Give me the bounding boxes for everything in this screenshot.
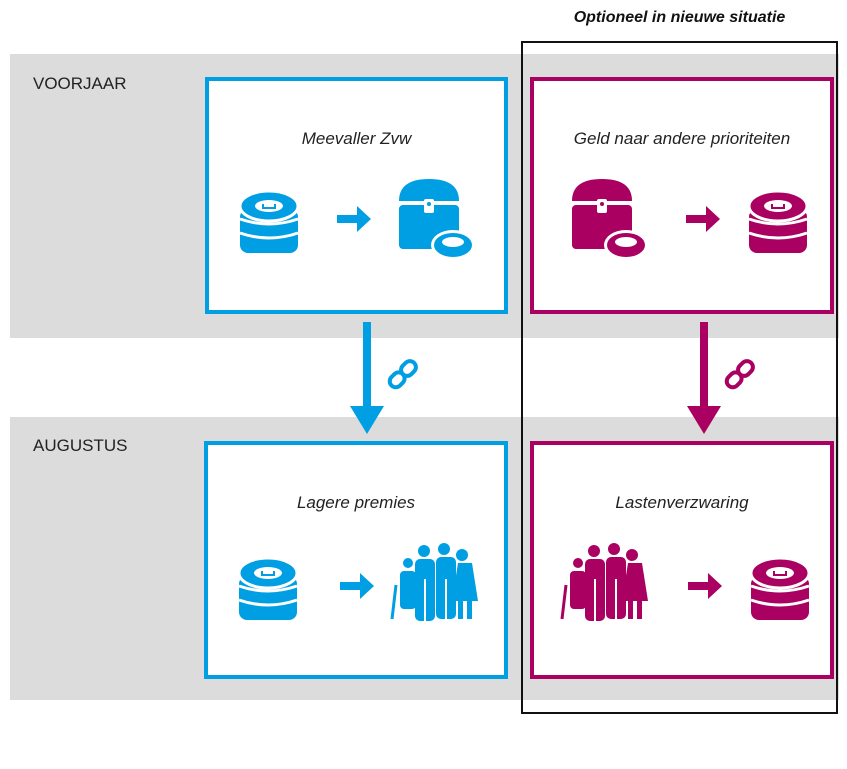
card-geld-naar-andere-prioriteiten: Geld naar andere prioriteiten: [530, 77, 834, 314]
coin-stack-icon: [749, 556, 811, 622]
chain-link-icon: [385, 356, 421, 392]
arrow-right-icon: [686, 206, 720, 232]
card-title-meevaller: Meevaller Zvw: [301, 129, 412, 148]
optional-header: Optioneel in nieuwe situatie: [573, 9, 786, 26]
arrow-right-icon: [688, 573, 722, 599]
people-group-icon: [560, 541, 650, 623]
coin-stack-icon: [237, 556, 299, 622]
treasure-chest-icon: [572, 179, 648, 260]
card-title-lasten: Lastenverzwaring: [615, 493, 749, 512]
card-lagere-premies: Lagere premies: [204, 441, 508, 679]
people-group-icon: [390, 541, 480, 623]
optional-frame: [521, 41, 838, 714]
card-title-lagere: Lagere premies: [296, 493, 416, 512]
arrow-right-icon: [340, 573, 374, 599]
row-label-augustus: AUGUSTUS: [33, 436, 128, 455]
treasure-chest-icon: [399, 179, 475, 260]
arrow-right-icon: [337, 206, 371, 232]
coin-stack-icon: [238, 189, 300, 255]
row-label-voorjaar: VOORJAAR: [33, 74, 127, 93]
card-meevaller-zvw: Meevaller Zvw: [205, 77, 508, 314]
card-title-geld: Geld naar andere prioriteiten: [573, 129, 791, 148]
card-lastenverzwaring: Lastenverzwaring: [530, 441, 834, 679]
coin-stack-icon: [747, 189, 809, 255]
